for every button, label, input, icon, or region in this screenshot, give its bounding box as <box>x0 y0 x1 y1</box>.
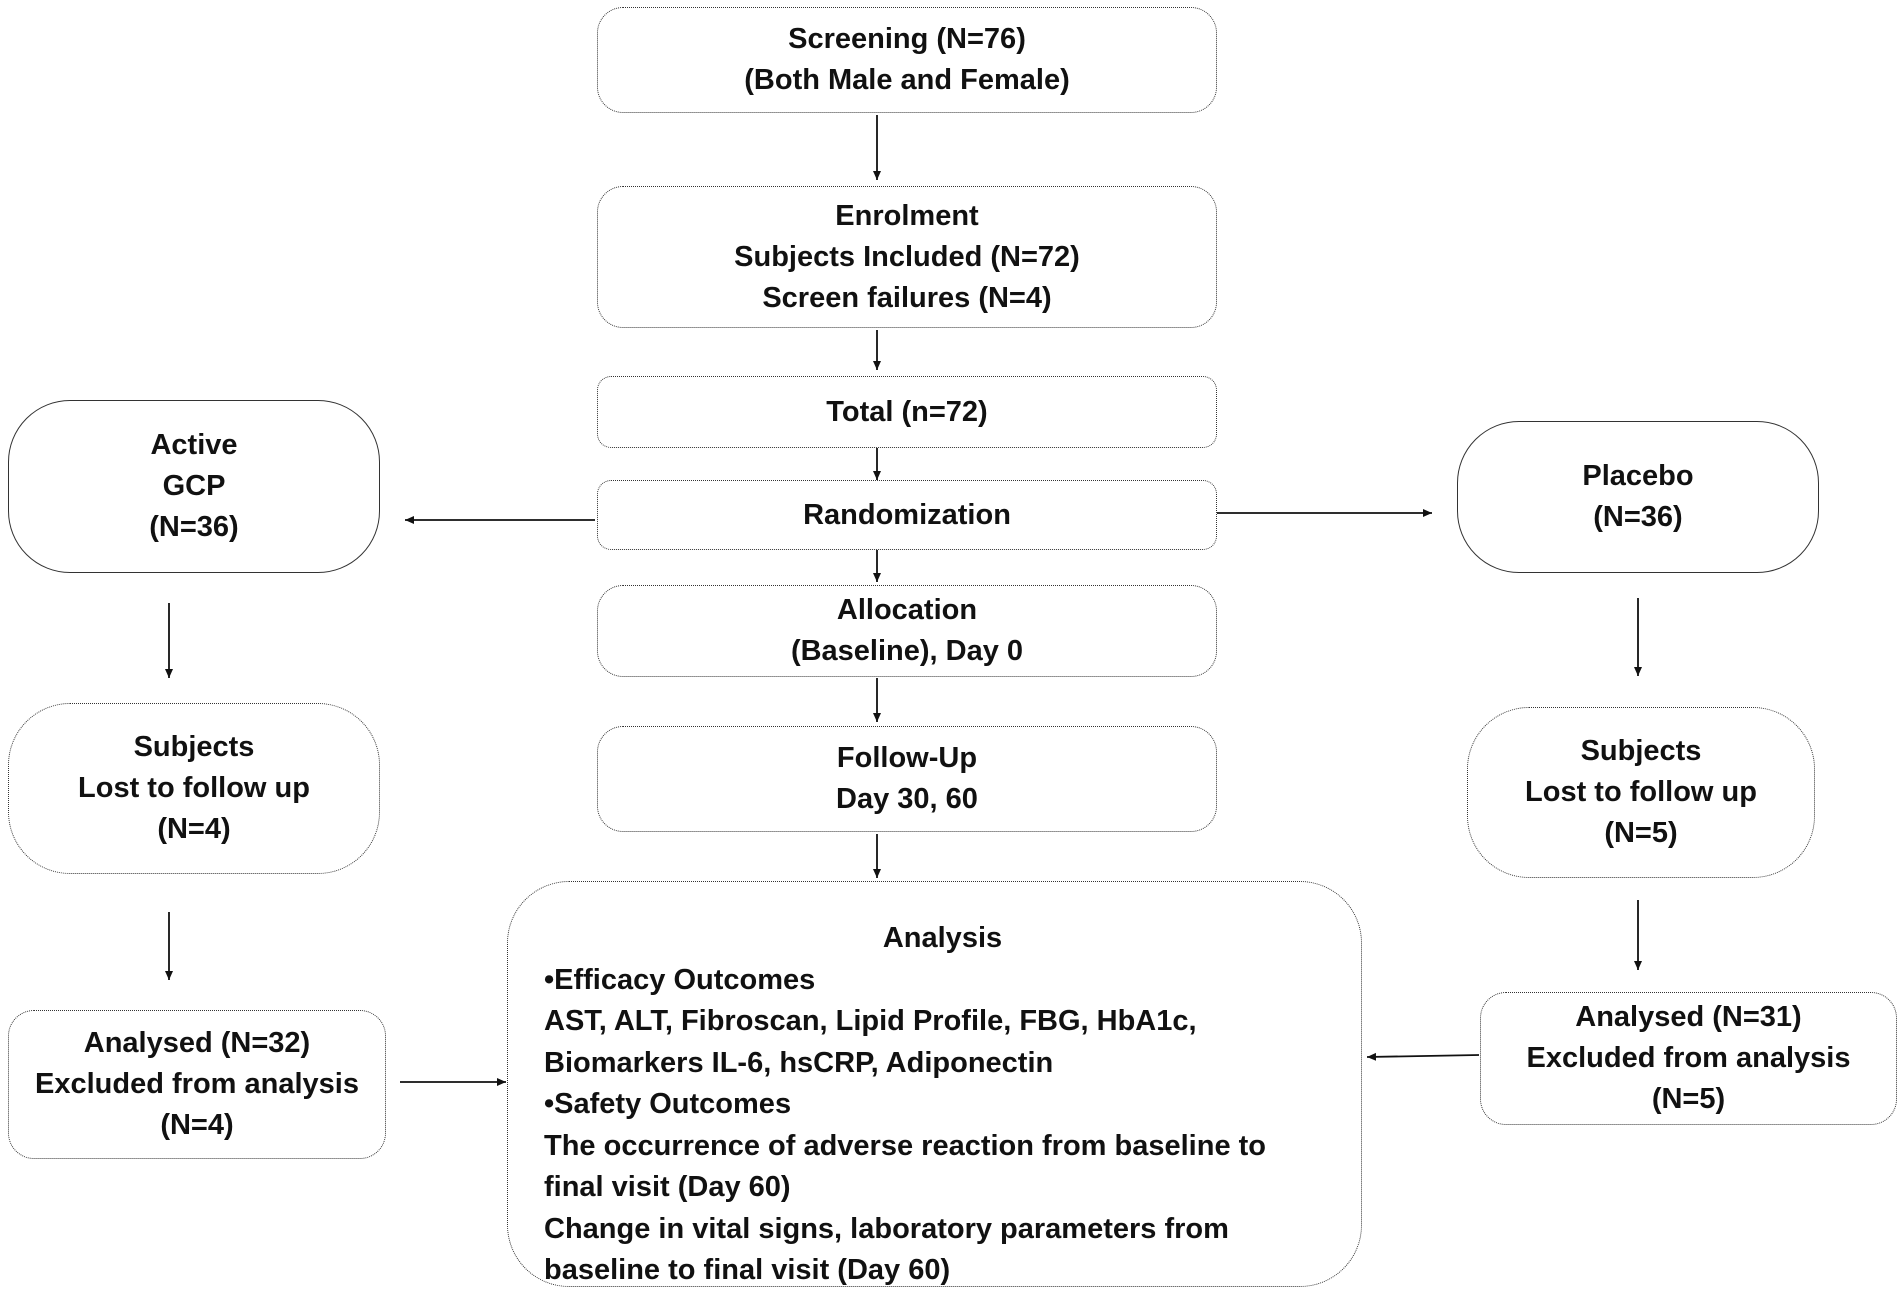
placebo-lost-box: Subjects Lost to follow up (N=5) <box>1467 707 1815 878</box>
active-arm-box: Active GCP (N=36) <box>8 400 380 573</box>
efficacy-heading: •Efficacy Outcomes <box>544 963 816 996</box>
arrow-placebo-analysed-to-analysis <box>1366 1052 1480 1061</box>
active-excluded-count: (N=4) <box>160 1109 234 1141</box>
enrolment-box: Enrolment Subjects Included (N=72) Scree… <box>597 186 1217 328</box>
active-arm-count: (N=36) <box>149 511 239 543</box>
placebo-arm-box: Placebo (N=36) <box>1457 421 1819 573</box>
enrolment-title: Enrolment <box>835 199 979 232</box>
safety-vitals-line-2: baseline to final visit (Day 60) <box>544 1254 951 1286</box>
followup-days: Day 30, 60 <box>836 783 978 815</box>
screening-box: Screening (N=76) (Both Male and Female) <box>597 7 1217 113</box>
active-lost-line-2: Lost to follow up <box>78 772 310 804</box>
allocation-day: (Baseline), Day 0 <box>790 635 1024 667</box>
analysis-box: Analysis •Efficacy Outcomes AST, ALT, Fi… <box>507 881 1362 1287</box>
placebo-analysed-box: Analysed (N=31) Excluded from analysis (… <box>1480 992 1897 1125</box>
active-analysed-box: Analysed (N=32) Excluded from analysis (… <box>8 1010 386 1159</box>
allocation-box: Allocation (Baseline), Day 0 <box>597 585 1217 677</box>
placebo-analysed-count: Analysed (N=31) <box>1575 1001 1802 1033</box>
followup-title: Follow-Up <box>836 742 978 774</box>
placebo-lost-line-2: Lost to follow up <box>1525 776 1757 808</box>
active-lost-box: Subjects Lost to follow up (N=4) <box>8 703 380 874</box>
randomization-label: Randomization <box>803 498 1011 531</box>
enrolment-failures: Screen failures (N=4) <box>762 281 1052 314</box>
safety-heading: •Safety Outcomes <box>544 1088 792 1120</box>
total-box: Total (n=72) <box>597 376 1217 448</box>
placebo-lost-count: (N=5) <box>1604 817 1678 849</box>
placebo-lost-line-1: Subjects <box>1580 735 1702 767</box>
efficacy-measures: AST, ALT, Fibroscan, Lipid Profile, FBG,… <box>544 1005 1197 1037</box>
screening-line-2: (Both Male and Female) <box>744 64 1070 96</box>
allocation-title: Allocation <box>836 594 978 626</box>
active-lost-line-1: Subjects <box>133 731 255 763</box>
enrolment-included: Subjects Included (N=72) <box>734 240 1080 273</box>
active-analysed-count: Analysed (N=32) <box>83 1027 311 1059</box>
safety-vitals-line-1: Change in vital signs, laboratory parame… <box>544 1212 1229 1245</box>
active-arm-title: Active <box>150 429 238 461</box>
placebo-arm-title: Placebo <box>1582 460 1694 492</box>
placebo-excluded-count: (N=5) <box>1651 1083 1726 1115</box>
active-excluded-label: Excluded from analysis <box>35 1068 359 1100</box>
placebo-arm-count: (N=36) <box>1593 501 1683 533</box>
randomization-box: Randomization <box>597 480 1217 550</box>
active-arm-product: GCP <box>162 470 226 502</box>
efficacy-biomarkers: Biomarkers IL-6, hsCRP, Adiponectin <box>544 1046 1054 1079</box>
followup-box: Follow-Up Day 30, 60 <box>597 726 1217 832</box>
screening-line-1: Screening (N=76) <box>788 23 1026 55</box>
safety-adverse-line-2: final visit (Day 60) <box>544 1171 791 1203</box>
analysis-title: Analysis <box>882 922 1003 954</box>
safety-adverse-line-1: The occurrence of adverse reaction from … <box>544 1129 1267 1162</box>
total-label: Total (n=72) <box>826 395 988 428</box>
placebo-excluded-label: Excluded from analysis <box>1526 1042 1851 1074</box>
active-lost-count: (N=4) <box>157 813 231 845</box>
